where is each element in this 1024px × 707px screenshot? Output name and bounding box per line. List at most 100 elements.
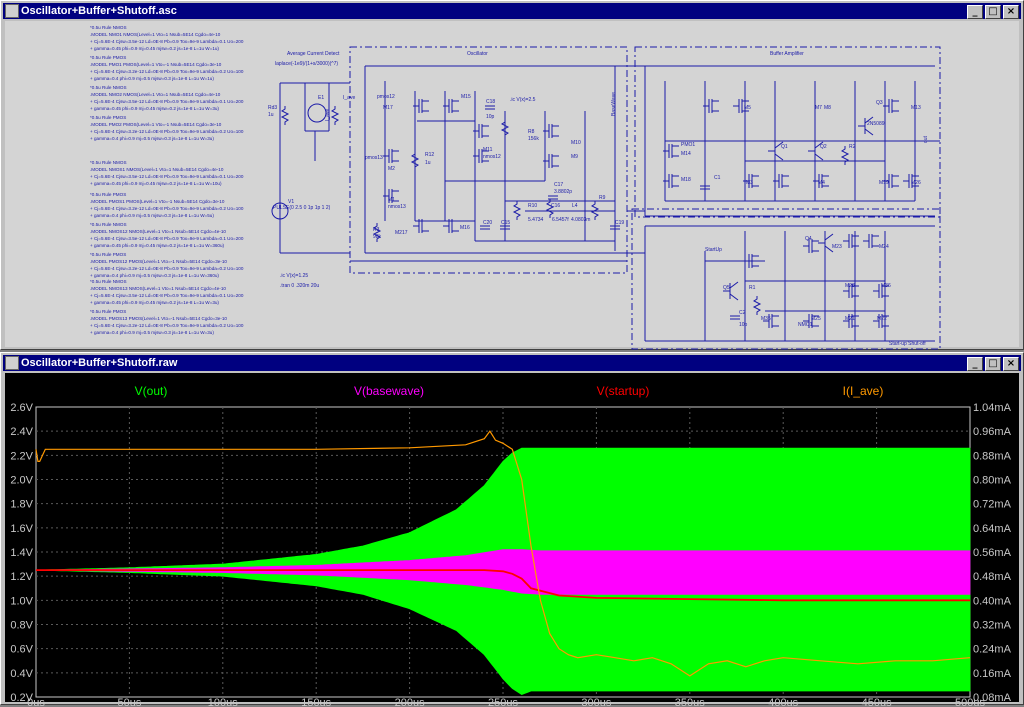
component-label[interactable]: M26 xyxy=(911,180,921,186)
bjt-symbol[interactable] xyxy=(723,281,739,301)
bjt-symbol[interactable] xyxy=(858,116,874,136)
component-label[interactable]: R8 xyxy=(528,129,535,135)
waveform-titlebar[interactable]: Oscillator+Buffer+Shutoff.raw _ □ × xyxy=(3,355,1021,371)
maximize-button[interactable]: □ xyxy=(985,5,1001,19)
spice-model-line[interactable]: .MODEL NMO1 NMOS(Level=1 Vto=1 Nsub=5E14… xyxy=(90,32,221,37)
capacitor-symbol[interactable] xyxy=(610,225,620,230)
component-label[interactable]: L4 xyxy=(572,203,578,209)
spice-model-line[interactable]: + gamma=0.4 phi=0.9 mj=0.5 mjsw=0.3 js=1… xyxy=(90,330,214,335)
resistor-symbol[interactable] xyxy=(500,119,510,138)
component-label[interactable]: C18 xyxy=(486,99,495,105)
spice-model-line[interactable]: + Cj=5.6E-4 Cjsw=3.5e-12 Ld=0E-8 Pb=0.9 … xyxy=(90,39,244,44)
component-label[interactable]: M1 xyxy=(388,197,395,203)
spice-model-line[interactable]: .MODEL PMO2 PMOS(Level=1 Vto=-1 Nsub=5E1… xyxy=(90,122,222,127)
mosfet-symbol[interactable] xyxy=(443,99,459,113)
voltage-source-symbol[interactable] xyxy=(271,202,289,220)
mosfet-symbol[interactable] xyxy=(863,234,879,248)
component-label[interactable]: NMO1 xyxy=(798,322,813,328)
component-label[interactable]: 4.0803m xyxy=(571,217,590,223)
component-label[interactable]: Q2 xyxy=(820,144,827,150)
spice-model-line[interactable]: .MODEL NMOS13 NMOS(Level=1 Vto=1 Nsub=5E… xyxy=(90,286,226,291)
capacitor-symbol[interactable] xyxy=(485,105,495,110)
spice-model-line[interactable]: *0.5u Rule NMOS xyxy=(90,85,127,90)
mosfet-symbol[interactable] xyxy=(773,174,789,188)
component-label[interactable]: M23 xyxy=(832,244,842,250)
spice-model-line[interactable]: + Cj=5.6E-4 Cjsw=3.2e-12 Ld=0E-8 Pb=0.9 … xyxy=(90,129,244,134)
bjt-symbol[interactable] xyxy=(818,233,834,253)
spice-model-line[interactable]: + Cj=5.6E-4 Cjsw=3.5e-12 Ld=0E-8 Pb=0.9 … xyxy=(90,236,244,241)
capacitor-symbol[interactable] xyxy=(480,225,490,230)
component-label[interactable]: C19 xyxy=(615,220,624,226)
component-label[interactable]: pmos13 xyxy=(365,155,383,161)
resistor-symbol[interactable] xyxy=(545,199,555,218)
spice-model-line[interactable]: *0.5u Rule NMOS xyxy=(90,25,127,30)
component-label[interactable]: M7 xyxy=(815,105,822,111)
component-label[interactable]: M4 xyxy=(818,180,825,186)
component-label[interactable]: R1 xyxy=(749,285,756,291)
mosfet-symbol[interactable] xyxy=(903,174,919,188)
component-label[interactable]: 6.5457f xyxy=(552,217,569,223)
spice-model-line[interactable]: + gamma=0.4 phi=0.9 mj=0.5 mjsw=0.3 js=1… xyxy=(90,76,214,81)
spice-model-line[interactable]: .MODEL PMOS13 PMOS(Level=1 Vto=-1 Nsub=5… xyxy=(90,316,227,321)
spice-model-line[interactable]: .MODEL NMOS12 NMOS(Level=1 Vto=1 Nsub=5E… xyxy=(90,229,226,234)
spice-model-line[interactable]: + Cj=5.6E-4 Cjsw=3.5e-12 Ld=0E-8 Pb=0.9 … xyxy=(90,174,244,179)
component-label[interactable]: I_ave xyxy=(343,95,355,101)
component-label[interactable]: 3.8802p xyxy=(554,189,572,195)
resistor-symbol[interactable] xyxy=(840,146,850,165)
component-label[interactable]: nmos12 xyxy=(483,154,501,160)
mosfet-symbol[interactable] xyxy=(473,124,489,138)
component-label[interactable]: nmos13 xyxy=(388,204,406,210)
component-label[interactable]: 5.4734 xyxy=(528,217,544,223)
resistor-symbol[interactable] xyxy=(280,106,290,125)
component-label[interactable]: StartUp xyxy=(705,247,722,253)
component-label[interactable]: M21 xyxy=(845,316,855,322)
tran-directive[interactable]: .tran 0 .320m 20u xyxy=(280,283,319,289)
spice-model-line[interactable]: + gamma=0.4 phi=0.9 mj=0.5 mjsw=0.3 js=1… xyxy=(90,136,214,141)
mosfet-symbol[interactable] xyxy=(413,99,429,113)
spice-model-line[interactable]: *0.5u Rule PMOS xyxy=(90,55,126,60)
spice-model-line[interactable]: + gamma=0.4 phi=0.9 mj=0.5 mjsw=0.3 js=1… xyxy=(90,213,214,218)
component-label[interactable]: M22 xyxy=(877,316,887,322)
capacitor-symbol[interactable] xyxy=(500,225,510,230)
capacitor-symbol[interactable] xyxy=(700,185,710,190)
component-label[interactable]: M11 xyxy=(483,147,493,153)
component-label[interactable]: M16 xyxy=(460,225,470,231)
component-label[interactable]: C16 xyxy=(551,203,560,209)
mosfet-symbol[interactable] xyxy=(883,99,899,113)
minimize-button[interactable]: _ xyxy=(967,5,983,19)
spice-model-line[interactable]: .MODEL PMOS12 PMOS(Level=1 Vto=-1 Nsub=5… xyxy=(90,259,227,264)
component-label[interactable]: M8 xyxy=(824,105,831,111)
spice-model-line[interactable]: + gamma=0.45 phi=0.9 mj=0.45 mjsw=0.2 js… xyxy=(90,46,219,51)
component-label[interactable]: M5 xyxy=(744,105,751,111)
mosfet-symbol[interactable] xyxy=(383,149,399,163)
component-label[interactable]: M3 xyxy=(746,180,753,186)
component-label[interactable]: R9 xyxy=(599,195,606,201)
mosfet-symbol[interactable] xyxy=(883,174,899,188)
spice-model-line[interactable]: + gamma=0.45 phi=0.9 mj=0.45 mjsw=0.2 js… xyxy=(90,243,225,248)
spice-model-line[interactable]: + Cj=5.6E-4 Cjsw=3.5e-12 Ld=0E-8 Pb=0.9 … xyxy=(90,293,244,298)
component-label[interactable]: C15 xyxy=(501,220,510,226)
mosfet-symbol[interactable] xyxy=(473,149,489,163)
spice-model-line[interactable]: .MODEL NMOS1 NMOS(Level=1 Vto=1 Nsub=5E1… xyxy=(90,167,224,172)
ic-directive-2[interactable]: .ic V(x)=2.5 xyxy=(510,97,536,103)
component-label[interactable]: M28 xyxy=(845,283,855,289)
component-label[interactable]: Q5 xyxy=(723,285,730,291)
component-label[interactable]: M13 xyxy=(911,105,921,111)
spice-model-line[interactable]: + Cj=5.6E-4 Cjsw=3.2e-12 Ld=0E-8 Pb=0.9 … xyxy=(90,206,244,211)
mosfet-symbol[interactable] xyxy=(843,284,859,298)
spice-model-line[interactable]: *0.5u Rule NMOS xyxy=(90,279,127,284)
component-label[interactable]: C2 xyxy=(739,310,746,316)
bjt-symbol[interactable] xyxy=(808,141,824,161)
resistor-symbol[interactable] xyxy=(512,201,522,220)
spice-model-line[interactable]: + Cj=5.6E-4 Cjsw=3.2e-12 Ld=0E-8 Pb=0.9 … xyxy=(90,69,244,74)
component-label[interactable]: M217 xyxy=(395,230,408,236)
legend-iave[interactable]: I(I_ave) xyxy=(843,384,884,398)
component-label[interactable]: M17 xyxy=(383,105,393,111)
mosfet-symbol[interactable] xyxy=(663,144,679,158)
bjt-symbol[interactable] xyxy=(768,141,784,161)
mosfet-symbol[interactable] xyxy=(743,254,759,268)
spice-model-line[interactable]: + gamma=0.45 phi=0.9 mj=0.45 mjsw=0.2 js… xyxy=(90,181,222,186)
mosfet-symbol[interactable] xyxy=(663,174,679,188)
resistor-symbol[interactable] xyxy=(752,296,762,315)
